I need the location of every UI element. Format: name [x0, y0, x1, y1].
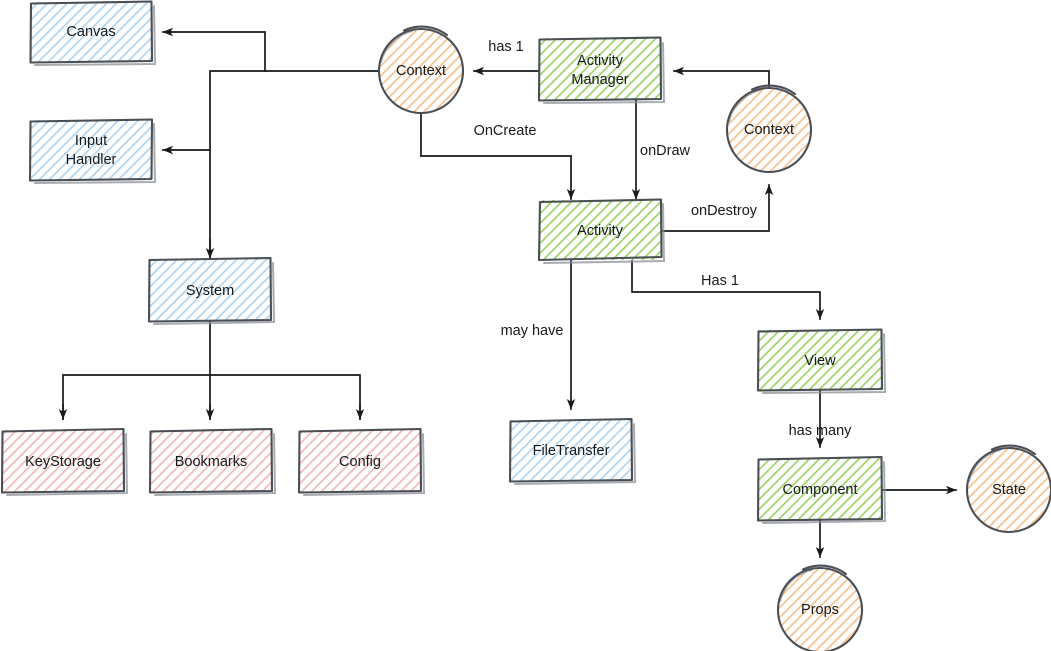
node-system[interactable]: System — [147, 256, 276, 325]
edge-context-left-trunk[interactable] — [209, 70, 380, 260]
edge-context-left-to-activity-oncreate[interactable] — [420, 109, 576, 200]
node-activity[interactable]: Activity — [537, 198, 666, 264]
edge-label-has-1-view: Has 1 — [701, 273, 739, 289]
node-config[interactable]: Config — [297, 427, 426, 496]
edge-label-has-1: has 1 — [488, 39, 523, 55]
node-context-right[interactable]: Context — [725, 84, 813, 174]
node-keystorage[interactable]: KeyStorage — [0, 427, 129, 496]
node-context-left[interactable]: Context — [377, 25, 465, 115]
edge-label-ondestroy: onDestroy — [691, 203, 758, 219]
edge-system-bus[interactable] — [62, 320, 361, 420]
node-state[interactable]: State — [965, 444, 1051, 534]
edge-label-may-have: may have — [501, 323, 564, 339]
node-props[interactable]: Props — [776, 564, 864, 651]
edge-context-right-to-activity-manager[interactable] — [673, 66, 770, 89]
edge-activity-to-context-right-ondestroy[interactable] — [660, 184, 774, 232]
edge-context-left-to-canvas[interactable] — [162, 27, 266, 72]
node-input-handler[interactable]: Input Handler — [28, 118, 157, 184]
edge-label-oncreate: OnCreate — [474, 123, 537, 139]
node-view[interactable]: View — [756, 328, 887, 394]
node-bookmarks[interactable]: Bookmarks — [148, 427, 277, 496]
node-activity-manager[interactable]: Activity Manager — [537, 36, 666, 104]
node-canvas[interactable]: Canvas — [29, 0, 157, 66]
edge-activity-to-view-has1[interactable] — [631, 260, 825, 320]
node-filetransfer[interactable]: FileTransfer — [508, 417, 637, 485]
edge-label-ondraw: onDraw — [640, 143, 690, 159]
edge-layer — [58, 27, 957, 558]
node-component[interactable]: Component — [756, 455, 887, 524]
